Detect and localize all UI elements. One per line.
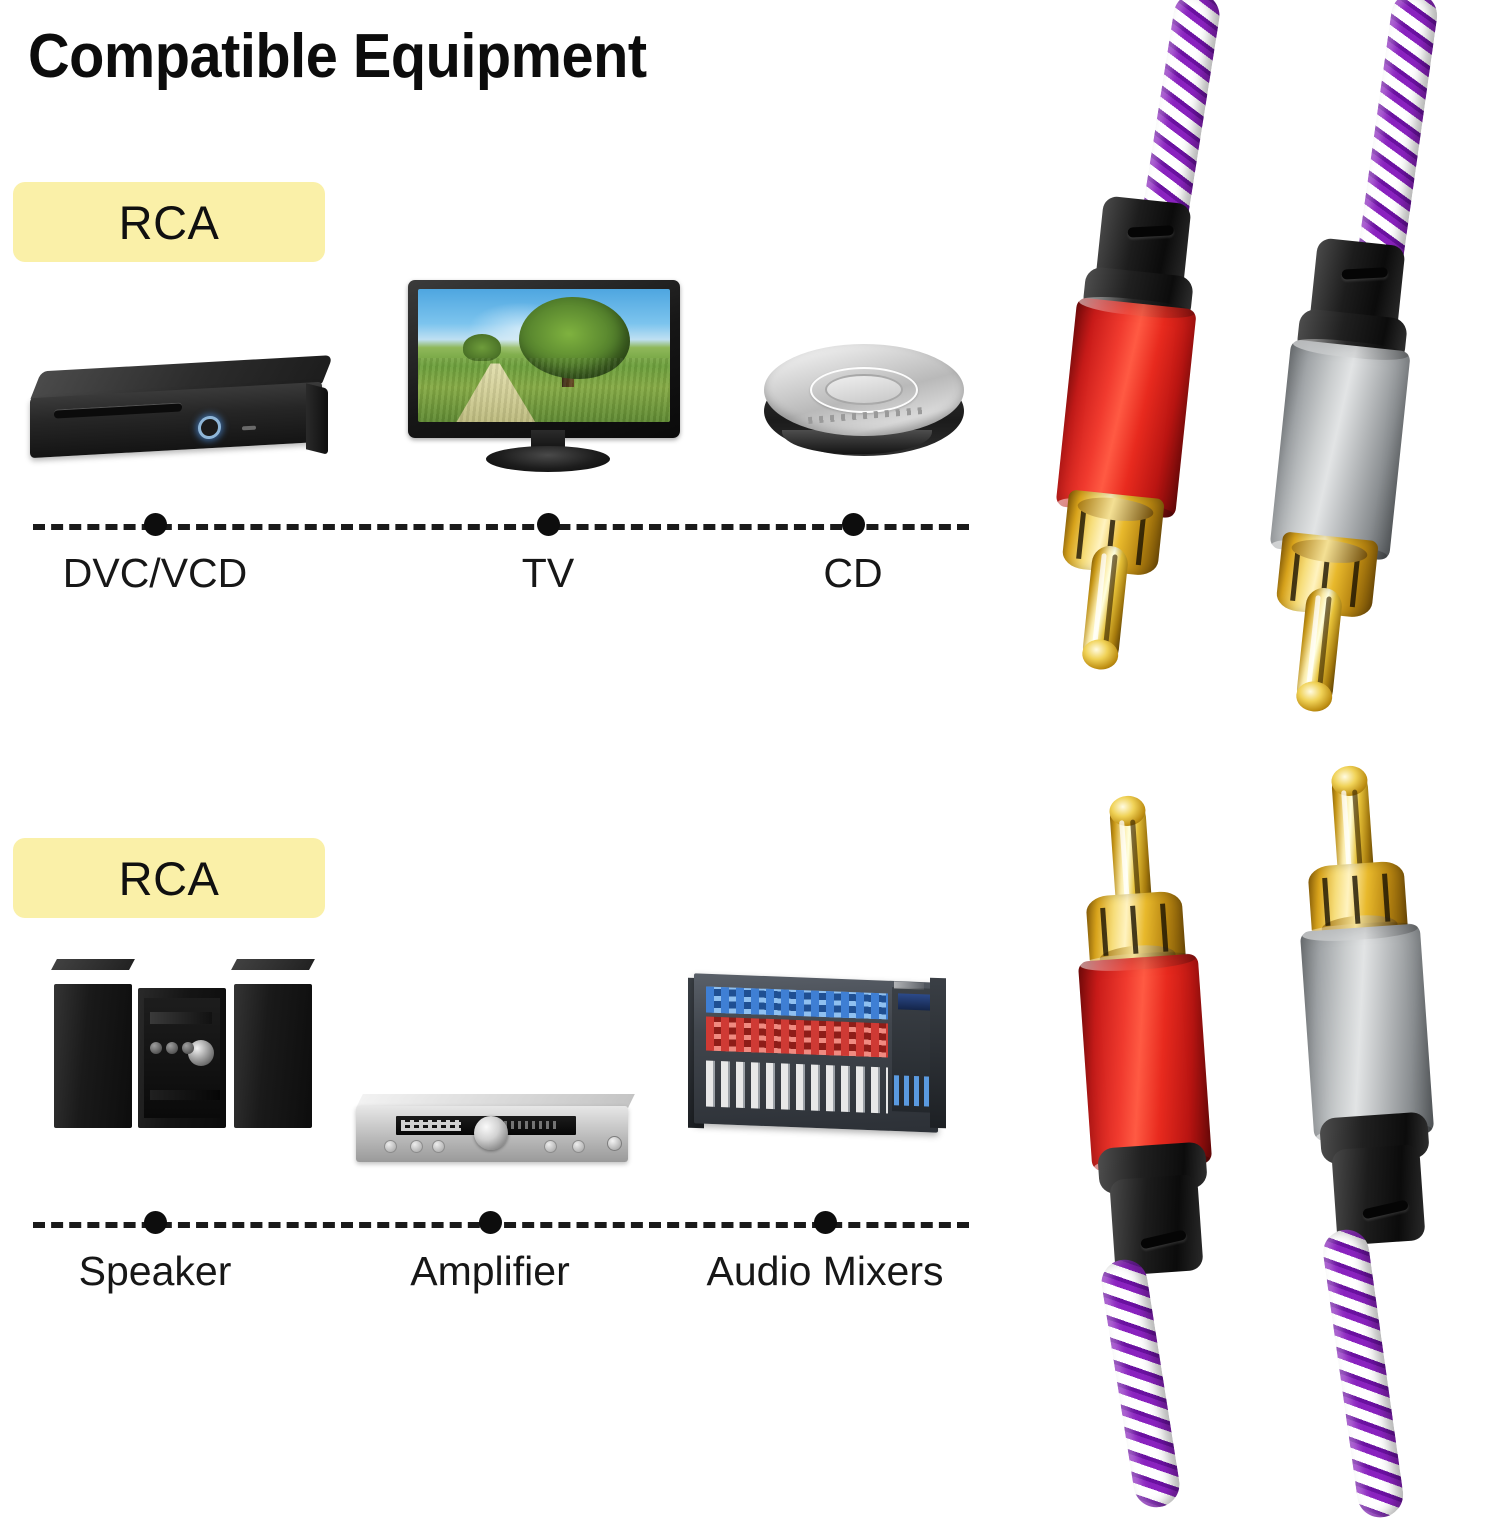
cd-lid-inner-ring bbox=[825, 374, 903, 405]
stereo-button bbox=[150, 1042, 162, 1054]
tv-scene-bush bbox=[463, 334, 502, 361]
pin-rounded-tip bbox=[1108, 794, 1147, 828]
mixer-red-knob-row bbox=[706, 1016, 888, 1058]
amplifier-icon bbox=[348, 1088, 636, 1170]
rca-connector-body bbox=[1288, 756, 1435, 1246]
dvd-led-indicator bbox=[242, 425, 256, 431]
pin-rounded-tip bbox=[1294, 679, 1334, 714]
red-rca-connector-bottom bbox=[1020, 790, 1250, 1520]
speaker-left-box bbox=[54, 984, 132, 1128]
mixer-brand-mark bbox=[894, 981, 924, 990]
amplifier-button bbox=[432, 1140, 445, 1153]
amplifier-display-text bbox=[504, 1121, 558, 1129]
amplifier-power-button bbox=[607, 1136, 622, 1151]
timeline-label-dvc-vcd: DVC/VCD bbox=[62, 550, 248, 596]
amplifier-display-leds bbox=[401, 1120, 461, 1131]
tv-stand-base bbox=[486, 446, 610, 472]
tv-scene-tree bbox=[518, 296, 630, 380]
speaker-left-top bbox=[51, 959, 135, 970]
mixer-master-faders bbox=[894, 1075, 934, 1107]
collar-slot bbox=[1349, 558, 1360, 608]
television-icon bbox=[408, 280, 688, 480]
connector-barrel bbox=[1299, 919, 1435, 1146]
pin-shadow bbox=[1103, 554, 1118, 647]
braided-cable-cord bbox=[1354, 0, 1441, 284]
stereo-display bbox=[150, 1012, 212, 1024]
stereo-front-panel bbox=[144, 998, 220, 1118]
strain-relief-groove bbox=[1341, 267, 1388, 280]
pin-shadow bbox=[1317, 596, 1332, 689]
tv-screen bbox=[418, 289, 670, 422]
timeline-label-speaker: Speaker bbox=[78, 1248, 232, 1294]
timeline-dot bbox=[537, 513, 560, 536]
amplifier-button bbox=[384, 1140, 397, 1153]
mixer-master-knobs bbox=[894, 1017, 934, 1073]
timeline-dot bbox=[814, 1211, 837, 1234]
speaker-right-box bbox=[234, 984, 312, 1128]
pin-rounded-tip bbox=[1330, 764, 1369, 798]
section-badge-label: RCA bbox=[118, 195, 220, 249]
connector-barrel bbox=[1269, 335, 1411, 565]
audio-mixer-icon bbox=[688, 968, 946, 1153]
strain-relief-groove bbox=[1361, 1199, 1409, 1220]
strain-relief-groove bbox=[1127, 225, 1174, 238]
timeline-label-tv: TV bbox=[521, 550, 575, 596]
cd-player-lid bbox=[764, 344, 964, 436]
stereo-speaker-icon bbox=[48, 959, 338, 1153]
section-badge-rca-2: RCA bbox=[13, 838, 325, 918]
tv-scene-grass-texture bbox=[418, 358, 670, 422]
strain-relief-groove bbox=[1139, 1229, 1187, 1250]
collar-slot bbox=[1160, 903, 1169, 952]
timeline-dashed-axis bbox=[33, 524, 969, 530]
amplifier-button bbox=[410, 1140, 423, 1153]
stereo-center-unit bbox=[138, 988, 226, 1128]
silver-rca-connector-bottom bbox=[1240, 760, 1470, 1520]
page-title: Compatible Equipment bbox=[28, 22, 647, 91]
braided-cable-cord bbox=[1098, 1256, 1183, 1511]
timeline-dot bbox=[479, 1211, 502, 1234]
compatibility-timeline-2: Speaker Amplifier Audio Mixers bbox=[33, 1206, 969, 1316]
silver-rca-connector-top bbox=[1250, 0, 1480, 750]
collar-slot bbox=[1100, 907, 1109, 956]
connector-barrel bbox=[1077, 949, 1213, 1176]
compatibility-timeline-1: DVC/VCD TV CD bbox=[33, 508, 969, 618]
red-rca-connector-top bbox=[1030, 0, 1260, 710]
mixer-rack-ear-right bbox=[930, 977, 946, 1129]
timeline-dot bbox=[842, 513, 865, 536]
timeline-label-audio-mixers: Audio Mixers bbox=[706, 1248, 944, 1294]
timeline-label-cd: CD bbox=[823, 550, 883, 596]
speaker-right-top bbox=[231, 959, 315, 970]
collar-slot bbox=[1135, 516, 1146, 566]
amplifier-button bbox=[544, 1140, 557, 1153]
cd-player-icon bbox=[758, 326, 976, 476]
collar-slot bbox=[1076, 510, 1087, 559]
dvd-player-side-panel bbox=[306, 383, 328, 455]
stereo-button bbox=[166, 1042, 178, 1054]
dvd-player-icon bbox=[18, 355, 348, 485]
pin-rounded-tip bbox=[1080, 637, 1120, 672]
collar-slot bbox=[1382, 873, 1391, 922]
stereo-lower-strip bbox=[150, 1090, 220, 1100]
connector-barrel bbox=[1055, 293, 1197, 523]
rca-connector-body bbox=[1066, 786, 1213, 1276]
collar-slot bbox=[1290, 552, 1301, 601]
tv-bezel bbox=[408, 280, 680, 438]
braided-cable-cord bbox=[1320, 1226, 1407, 1520]
section-badge-rca-1: RCA bbox=[13, 182, 325, 262]
amplifier-button bbox=[572, 1140, 585, 1153]
collar-slot bbox=[1322, 877, 1331, 926]
timeline-label-amplifier: Amplifier bbox=[410, 1248, 570, 1294]
section-badge-label: RCA bbox=[118, 851, 220, 905]
mixer-lcd-display bbox=[898, 993, 932, 1011]
mixer-channel-faders bbox=[706, 1060, 888, 1114]
stereo-button bbox=[182, 1042, 194, 1054]
amplifier-volume-knob bbox=[474, 1116, 508, 1150]
timeline-dot bbox=[144, 1211, 167, 1234]
timeline-dot bbox=[144, 513, 167, 536]
